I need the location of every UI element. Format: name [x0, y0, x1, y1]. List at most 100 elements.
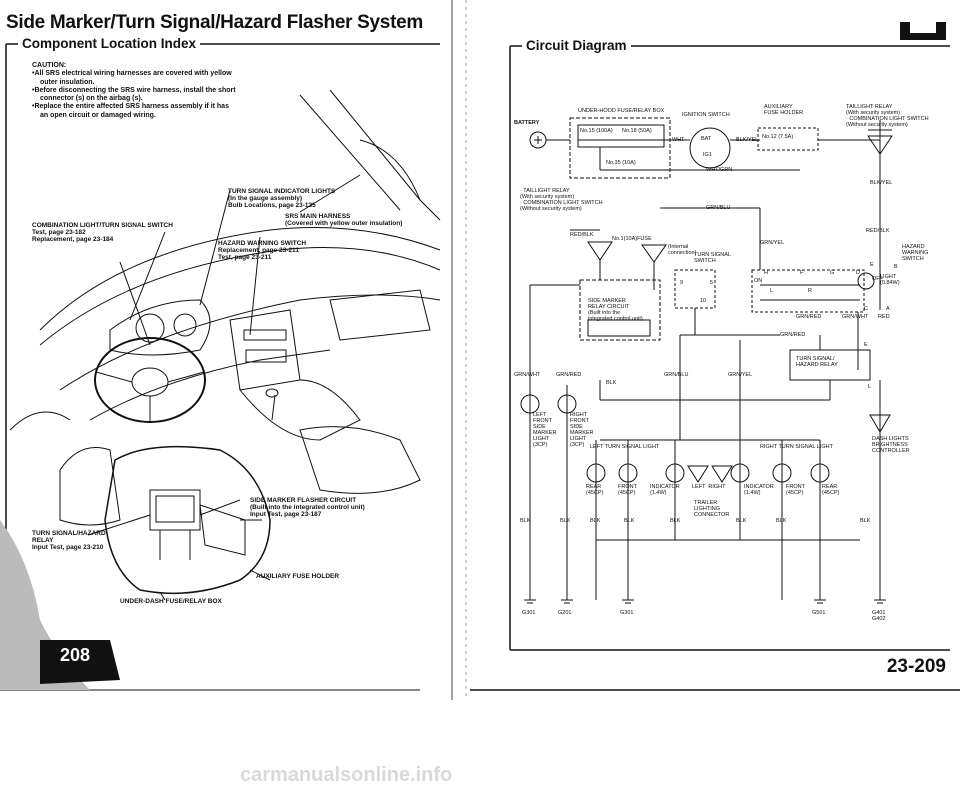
label-battery: BATTERY	[514, 120, 540, 126]
pin-label: A	[886, 306, 890, 312]
wire-label: BLK	[860, 518, 871, 524]
circuit-diagram-heading: Circuit Diagram	[522, 38, 631, 53]
callout-turn-indicator: TURN SIGNAL INDICATOR LIGHTS (In the gau…	[228, 188, 336, 209]
label-fuse-12: No.12 (7.5A)	[762, 134, 794, 140]
wire-label: WHT	[672, 137, 685, 143]
wire-label: BLK	[624, 518, 635, 524]
wire-label: BLK	[560, 518, 571, 524]
label-front-left: FRONT (45CP)	[618, 484, 637, 496]
callout-relay: TURN SIGNAL/HAZARD RELAY Input Test, pag…	[32, 530, 106, 551]
pin-label: C	[864, 306, 868, 312]
label-taillight-relay: TAILLIGHT RELAY (With security system) ·…	[846, 104, 929, 128]
label-turn-signal-switch: TURN SIGNAL SWITCH	[694, 252, 731, 264]
pin-label: L	[770, 288, 774, 294]
label-fuse-18: No.18 (50A)	[622, 128, 652, 134]
pin-label: R	[808, 288, 812, 294]
component-location-heading: Component Location Index	[18, 36, 200, 51]
wire-label: BLK	[606, 380, 617, 386]
label-turn-hazard-relay: TURN SIGNAL/ HAZARD RELAY	[796, 356, 838, 368]
footer-watermark: carmanualsonline.info	[240, 764, 453, 786]
ground-label: G201	[558, 610, 572, 616]
label-trailer-connector: TRAILER LIGHTING CONNECTOR	[694, 500, 730, 518]
callout-side-marker-circuit: SIDE MARKER FLASHER CIRCUIT (Built into …	[250, 497, 365, 518]
pin-label: 10	[700, 298, 707, 304]
caution-heading: CAUTION:	[32, 62, 67, 69]
label-indicator-right: INDICATOR (1.4W)	[744, 484, 774, 496]
wire-label: GRN/YEL	[760, 240, 785, 246]
wire-label: BLK/YEL	[736, 137, 759, 143]
callout-combination-switch: COMBINATION LIGHT/TURN SIGNAL SWITCH Tes…	[32, 222, 173, 243]
label-left-turn-light: LEFT TURN SIGNAL LIGHT	[590, 444, 660, 450]
label-ig1: IG1	[703, 152, 712, 158]
wire-label: RED	[878, 314, 890, 320]
label-rear-right: REAR (45CP)	[822, 484, 840, 496]
pin-label: ON	[754, 278, 763, 284]
pin-label: F	[800, 270, 804, 276]
label-left-front-marker: LEFT FRONT SIDE MARKER LIGHT (3CP)	[533, 412, 557, 448]
wire-label: RED/BLK	[570, 232, 594, 238]
circuit-wiring	[520, 117, 893, 604]
label-indicator-left: INDICATOR (1.4W)	[650, 484, 680, 496]
wire-label: GRN/YEL	[728, 372, 753, 378]
label-right-turn-light: RIGHT TURN SIGNAL LIGHT	[760, 444, 833, 450]
wire-label: GRN/BLU	[664, 372, 689, 378]
ground-label: G401 G402	[872, 610, 886, 622]
pin-label: E	[864, 342, 868, 348]
wire-label: GRN/RED	[796, 314, 822, 320]
caution-item: Replace the entire affected SRS harness …	[34, 103, 237, 120]
callout-hazard-switch: HAZARD WARNING SWITCH Replacement, page …	[218, 240, 307, 261]
label-right-front-marker: RIGHT FRONT SIDE MARKER LIGHT (3CP)	[570, 412, 594, 448]
label-left-right: LEFT RIGHT	[692, 484, 726, 490]
tab-number: 208	[60, 645, 91, 665]
callout-srs-harness: SRS MAIN HARNESS (Covered with yellow ou…	[285, 213, 403, 227]
label-hazard-warning-switch: HAZARD WARNING SWITCH	[902, 244, 929, 262]
label-dash-controller: DASH LIGHTS BRIGHTNESS CONTROLLER	[872, 436, 910, 454]
page-title: Side Marker/Turn Signal/Hazard Flasher S…	[6, 12, 423, 33]
caution-item: All SRS electrical wiring harnesses are …	[34, 70, 237, 87]
label-fuse-1: No.1(10A)FUSE	[612, 236, 652, 242]
pin-label: 5	[710, 280, 714, 286]
ground-label: G301	[522, 610, 536, 616]
label-underhood-box: UNDER-HOOD FUSE/RELAY BOX	[578, 108, 665, 114]
wire-label: BLK	[520, 518, 531, 524]
callout-underdash-box: UNDER-DASH FUSE/RELAY BOX	[120, 598, 222, 605]
caution-item: Before disconnecting the SRS wire harnes…	[34, 87, 237, 104]
label-fuse-15: No.15 (100A)	[580, 128, 613, 134]
label-fuse-35: No.35 (10A)	[606, 160, 636, 166]
ground-label: G301	[620, 610, 634, 616]
pin-label: 9	[680, 280, 684, 286]
pin-label: L	[868, 384, 872, 390]
wire-label: GRN/WHT	[514, 372, 541, 378]
wire-label: GRN/RED	[780, 332, 806, 338]
callout-aux-fuse-holder: AUXILIARY FUSE HOLDER	[256, 573, 340, 580]
pin-label: OFF	[872, 276, 883, 282]
dashboard-illustration	[0, 89, 441, 690]
wire-label: BLK	[670, 518, 681, 524]
label-light: LIGHT (0.84W)	[880, 274, 900, 286]
wire-label: BLK	[736, 518, 747, 524]
wire-label: WHT/GRN	[706, 167, 733, 173]
pin-label: H	[764, 270, 768, 276]
label-rear-left: REAR (45CP)	[586, 484, 604, 496]
wire-label: GRN/RED	[556, 372, 582, 378]
label-side-marker-relay: SIDE MARKER RELAY CIRCUIT (Built into th…	[588, 298, 643, 322]
label-bat: BAT	[701, 136, 712, 142]
wire-label: BLK	[776, 518, 787, 524]
pin-label: G	[830, 270, 835, 276]
wire-label: GRN/WHT	[842, 314, 869, 320]
pin-label: B	[894, 264, 898, 270]
label-aux-fuse-holder: AUXILIARY FUSE HOLDER	[764, 104, 804, 116]
label-internal-connection: (Internal connection)	[668, 244, 697, 256]
footer: carmanualsonline.info	[0, 760, 960, 789]
ground-label: G501	[812, 610, 826, 616]
pin-label: E	[870, 262, 874, 268]
label-front-right: FRONT (45CP)	[786, 484, 805, 496]
wire-label: BLK	[590, 518, 601, 524]
wire-label: GRN/BLU	[706, 205, 731, 211]
caution-block: CAUTION: All SRS electrical wiring harne…	[32, 62, 237, 120]
label-taillight-relay-left: · TAILLIGHT RELAY (With security system)…	[520, 188, 603, 212]
pin-label: D	[856, 270, 860, 276]
page-number: 23-209	[886, 656, 946, 677]
wire-label: BLK/YEL	[870, 180, 893, 186]
label-ignition-switch: IGNITION SWITCH	[682, 112, 730, 118]
